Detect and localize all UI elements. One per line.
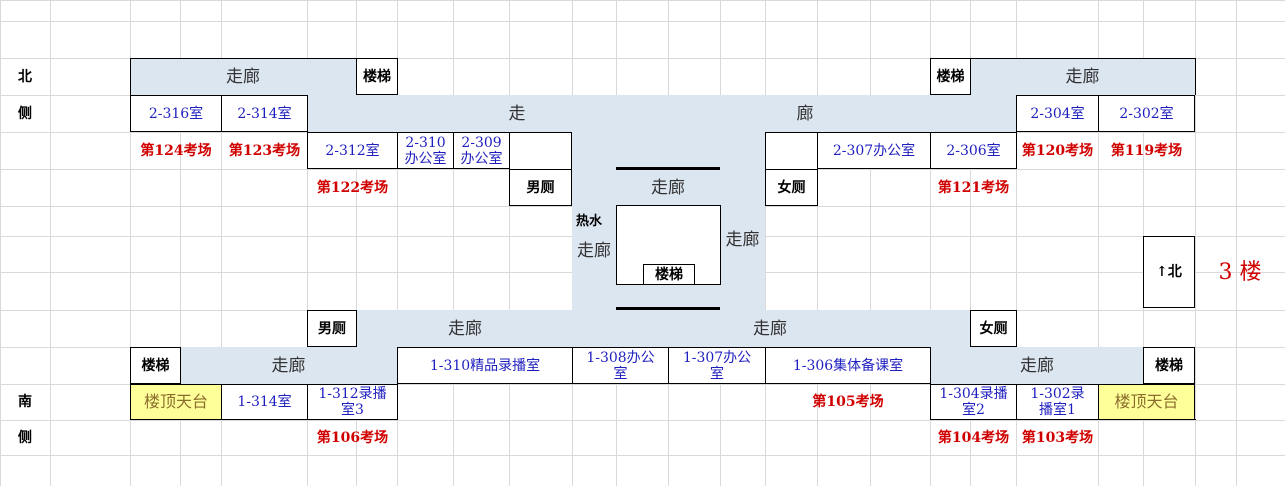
women-restroom-south: 女厕 [970,310,1017,347]
north-right-corridor-side [1195,58,1196,95]
exam-106: 第106考场 [316,430,389,446]
center-right-corridor-label: 走廊 [725,229,760,250]
north-arrow-legend: ↑北 [1143,236,1195,308]
room-1-304: 1-304录播 室2 [930,384,1017,420]
room-2-310: 2-310 办公室 [397,132,454,169]
south-corridor-left-label: 走廊 [271,355,306,376]
room-1-314: 1-314室 [221,384,308,420]
south-side-label-1: 南 [18,393,32,410]
north-corridor-lang: 廊 [796,103,814,124]
south-stairs-right: 楼梯 [1143,347,1195,384]
exam-103: 第103考场 [1021,430,1094,446]
room-1-307: 1-307办公 室 [668,347,766,384]
north-side-label-2: 侧 [18,105,32,122]
empty-cell-left [509,132,572,170]
men-restroom-south: 男厕 [307,310,357,347]
north-main-corridor [307,95,1016,132]
north-side-label-1: 北 [18,68,32,85]
south-corridor-label-left: 走廊 [448,318,482,339]
exam-105: 第105考场 [812,394,884,410]
exam-119: 第119考场 [1110,142,1183,159]
exam-121: 第121考场 [937,179,1010,196]
center-top-wall [616,167,720,170]
room-2-309: 2-309 办公室 [453,132,510,169]
north-corridor-zou: 走 [508,103,526,124]
room-2-306: 2-306室 [930,132,1017,169]
north-corridor-right-label: 走廊 [1065,66,1100,87]
center-stairs: 楼梯 [643,264,695,285]
south-corridor-right [930,347,1144,384]
room-1-310: 1-310精品录播室 [397,347,573,384]
room-1-306: 1-306集体备课室 [765,347,931,384]
roof-terrace-left: 楼顶天台 [130,384,222,420]
exam-122: 第122考场 [316,179,389,196]
south-corridor-left [180,347,397,384]
north-left-corridor-side [130,58,131,95]
north-right-corridor-top [930,58,1195,59]
center-bottom-wall [616,307,720,310]
center-left-corridor-label: 走廊 [577,240,611,261]
south-corridor-label-right: 走廊 [753,318,787,339]
hot-water-label: 热水 [575,214,602,229]
empty-cell-right [765,132,818,170]
room-2-314: 2-314室 [221,95,308,132]
room-2-312: 2-312室 [307,132,398,169]
roof-terrace-right: 楼顶天台 [1098,384,1195,420]
floor-label: 3 楼 [1218,260,1262,285]
men-restroom-north: 男厕 [509,169,572,206]
room-2-316: 2-316室 [130,95,222,132]
south-main-corridor [356,310,970,347]
room-1-312: 1-312录播 室3 [307,384,398,420]
north-stairs-left: 楼梯 [356,58,398,95]
room-1-302: 1-302录 播室1 [1016,384,1099,420]
women-restroom-north: 女厕 [765,169,818,206]
room-2-307: 2-307办公室 [817,132,931,169]
north-corridor-left-label: 走廊 [226,66,260,87]
north-left-corridor-top [130,58,357,59]
north-stairs-right: 楼梯 [930,58,971,95]
north-corridor-right [970,58,1195,95]
exam-123: 第123考场 [228,142,301,159]
center-top-corridor-label: 走廊 [651,177,685,198]
south-side-label-2: 侧 [18,429,32,446]
north-corridor-left [130,58,356,95]
room-2-302: 2-302室 [1098,95,1195,132]
exam-124: 第124考场 [140,142,212,159]
exam-104: 第104考场 [937,430,1010,446]
room-2-304: 2-304室 [1016,95,1099,132]
exam-120: 第120考场 [1021,142,1094,159]
south-stairs-left: 楼梯 [130,347,181,384]
room-1-308: 1-308办公 室 [572,347,669,384]
south-corridor-right-label: 走廊 [1020,355,1054,376]
